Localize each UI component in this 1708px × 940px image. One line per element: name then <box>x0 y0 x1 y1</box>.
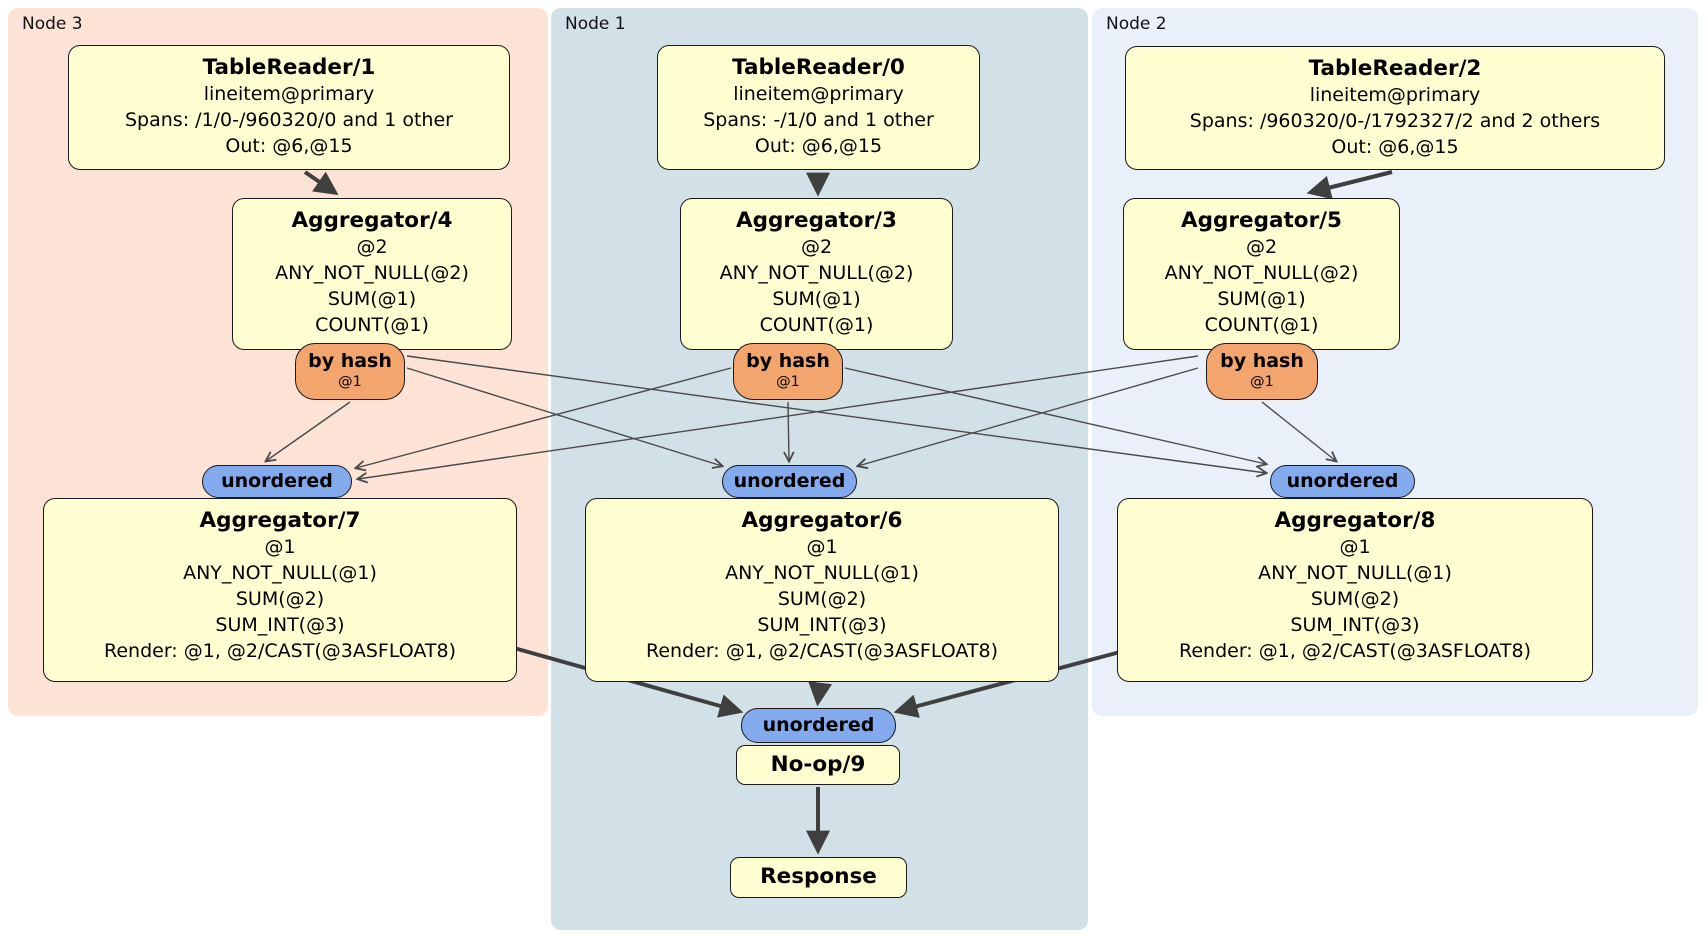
node-detail: SUM(@2) <box>235 588 325 610</box>
node-detail: @2 <box>1245 236 1278 258</box>
sync-unordered-3: unordered <box>1270 465 1415 498</box>
node-detail: SUM(@2) <box>1310 588 1400 610</box>
node-detail: lineitem@primary <box>203 83 375 105</box>
node-detail: lineitem@primary <box>733 83 904 105</box>
node-detail: COUNT(@1) <box>315 314 429 336</box>
node-detail: SUM_INT(@3) <box>757 614 887 636</box>
plan-node-aggregator-7: Aggregator/7 @1 ANY_NOT_NULL(@1) SUM(@2)… <box>43 498 517 682</box>
node-detail: @1 <box>1339 536 1371 558</box>
node-detail: ANY_NOT_NULL(@1) <box>183 562 377 584</box>
plan-node-tablereader-0: TableReader/0 lineitem@primary Spans: -/… <box>657 45 980 170</box>
router-columns: @1 <box>338 374 362 390</box>
node-title: Response <box>760 864 877 889</box>
sync-label: unordered <box>221 470 333 492</box>
plan-node-tablereader-2: TableReader/2 lineitem@primary Spans: /9… <box>1125 46 1665 170</box>
node-detail: @1 <box>264 536 296 558</box>
node-detail: Spans: /1/0-/960320/0 and 1 other <box>125 109 453 131</box>
node-detail: COUNT(@1) <box>1204 314 1319 336</box>
node-detail: SUM(@1) <box>327 288 417 310</box>
node-detail: Out: @6,@15 <box>225 135 353 157</box>
node-detail: ANY_NOT_NULL(@1) <box>725 562 919 584</box>
sync-label: unordered <box>1286 470 1399 492</box>
router-label: by hash <box>746 350 830 372</box>
node-title: No-op/9 <box>770 752 866 777</box>
plan-node-aggregator-3: Aggregator/3 @2 ANY_NOT_NULL(@2) SUM(@1)… <box>680 198 953 350</box>
node-title: TableReader/1 <box>202 55 376 80</box>
region-label: Node 2 <box>1106 14 1167 34</box>
node-detail: SUM(@2) <box>777 588 867 610</box>
node-detail: COUNT(@1) <box>759 314 874 336</box>
node-detail: @2 <box>356 236 388 258</box>
sync-unordered-1: unordered <box>202 465 352 498</box>
node-detail: Spans: -/1/0 and 1 other <box>703 109 934 131</box>
plan-node-aggregator-4: Aggregator/4 @2 ANY_NOT_NULL(@2) SUM(@1)… <box>232 198 512 350</box>
node-detail: Spans: /960320/0-/1792327/2 and 2 others <box>1189 110 1601 132</box>
node-detail: SUM(@1) <box>1217 288 1306 310</box>
node-detail: Render: @1, @2/CAST(@3ASFLOAT8) <box>104 640 456 662</box>
sync-unordered-final: unordered <box>741 708 896 743</box>
region-label: Node 1 <box>565 14 626 34</box>
node-detail: Out: @6,@15 <box>1331 136 1459 158</box>
plan-node-aggregator-6: Aggregator/6 @1 ANY_NOT_NULL(@1) SUM(@2)… <box>585 498 1059 682</box>
node-detail: ANY_NOT_NULL(@2) <box>719 262 914 284</box>
router-label: by hash <box>308 350 392 372</box>
router-label: by hash <box>1220 350 1304 372</box>
node-detail: lineitem@primary <box>1309 84 1481 106</box>
node-detail: Render: @1, @2/CAST(@3ASFLOAT8) <box>646 640 998 662</box>
node-title: TableReader/2 <box>1308 56 1482 81</box>
router-by-hash-1: by hash @1 <box>295 343 405 400</box>
node-title: Aggregator/5 <box>1181 208 1342 233</box>
node-detail: SUM_INT(@3) <box>1290 614 1420 636</box>
node-detail: ANY_NOT_NULL(@2) <box>1164 262 1359 284</box>
node-detail: @2 <box>800 236 833 258</box>
plan-node-aggregator-8: Aggregator/8 @1 ANY_NOT_NULL(@1) SUM(@2)… <box>1117 498 1593 682</box>
region-label: Node 3 <box>22 14 83 34</box>
node-detail: Out: @6,@15 <box>754 135 883 157</box>
node-detail: Render: @1, @2/CAST(@3ASFLOAT8) <box>1179 640 1531 662</box>
node-title: Aggregator/8 <box>1274 508 1436 533</box>
node-detail: ANY_NOT_NULL(@2) <box>275 262 469 284</box>
node-title: Aggregator/4 <box>291 208 453 233</box>
node-title: Aggregator/3 <box>736 208 897 233</box>
plan-node-noop-9: No-op/9 <box>736 745 900 785</box>
router-by-hash-3: by hash @1 <box>1206 343 1318 400</box>
sync-label: unordered <box>762 714 875 736</box>
router-by-hash-2: by hash @1 <box>733 343 843 400</box>
plan-node-aggregator-5: Aggregator/5 @2 ANY_NOT_NULL(@2) SUM(@1)… <box>1123 198 1400 350</box>
node-detail: SUM(@1) <box>772 288 861 310</box>
sync-unordered-2: unordered <box>722 465 857 498</box>
node-title: TableReader/0 <box>732 55 905 80</box>
router-columns: @1 <box>776 374 800 390</box>
plan-node-tablereader-1: TableReader/1 lineitem@primary Spans: /1… <box>68 45 510 170</box>
node-title: Aggregator/6 <box>741 508 903 533</box>
plan-node-response: Response <box>730 857 907 898</box>
node-detail: ANY_NOT_NULL(@1) <box>1258 562 1452 584</box>
node-title: Aggregator/7 <box>199 508 361 533</box>
router-columns: @1 <box>1250 374 1274 390</box>
node-detail: SUM_INT(@3) <box>215 614 345 636</box>
sync-label: unordered <box>733 470 846 492</box>
node-detail: @1 <box>806 536 838 558</box>
